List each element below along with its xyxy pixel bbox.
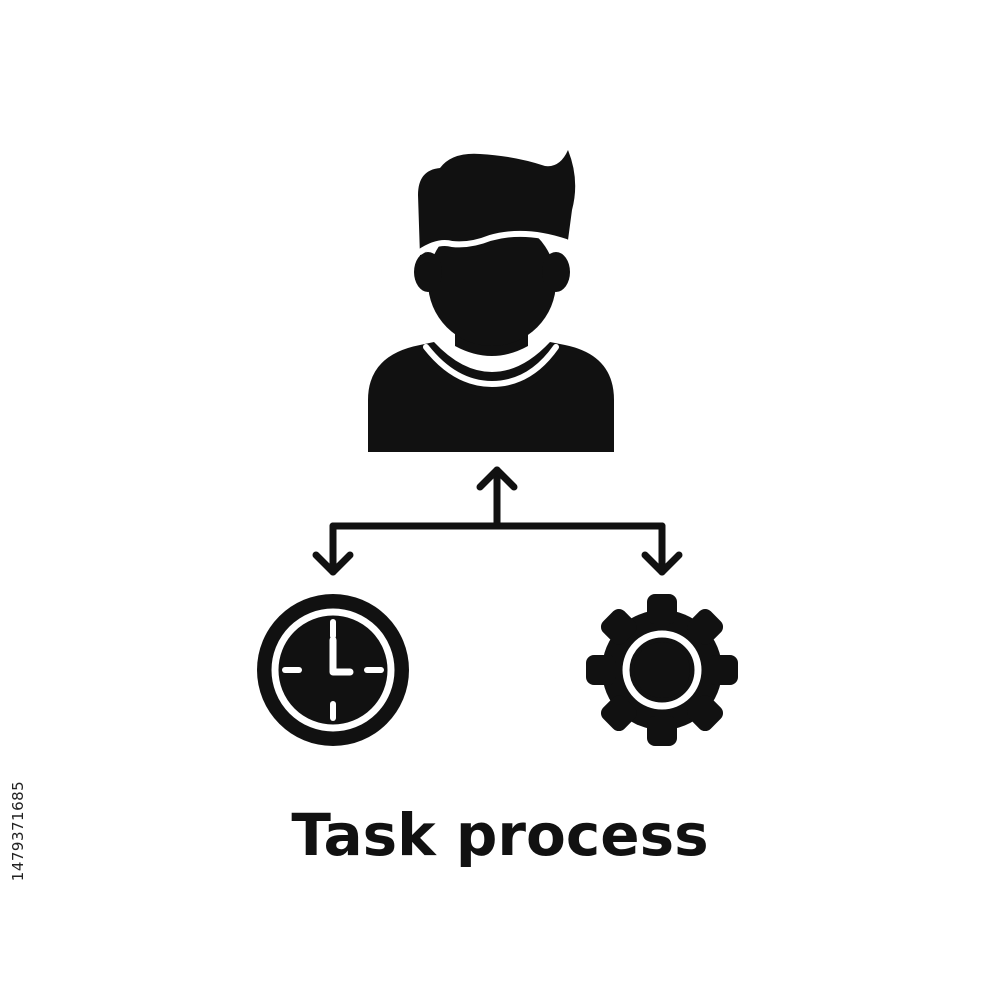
stock-id-text: 1479371685 [9,780,27,882]
branch-arrows-icon [312,466,683,576]
gear-icon [586,594,738,746]
stock-id-label: 1479371685 [6,757,30,905]
clock-icon [257,594,409,746]
user-avatar-icon [368,150,614,452]
caption-title: Task process [291,801,709,869]
